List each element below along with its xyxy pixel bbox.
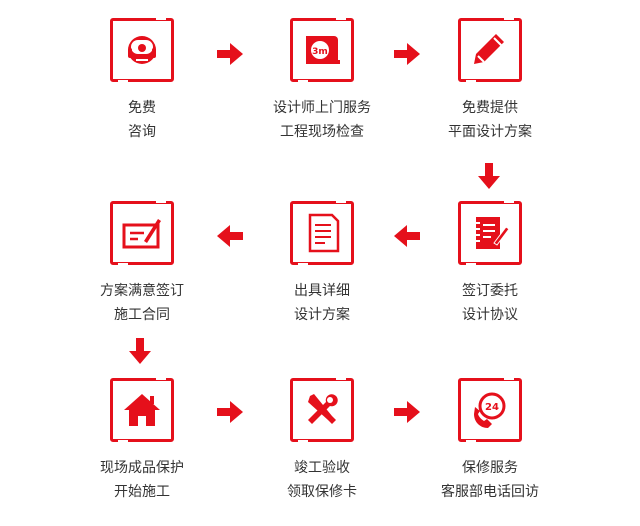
- step-completion-acceptance: 竣工验收 领取保修卡: [252, 374, 392, 504]
- step-label-line1: 免费: [128, 100, 156, 116]
- step-label-line2: 开始施工: [114, 484, 170, 500]
- check-sign-icon: [122, 219, 161, 249]
- phone-24-label: 24: [485, 402, 499, 413]
- tape-measure-icon: 3m: [306, 36, 340, 64]
- step-label-line1: 设计师上门服务: [273, 100, 371, 116]
- step-icon-box: [110, 197, 174, 269]
- step-label: 免费 咨询: [72, 96, 212, 144]
- step-label-line2: 平面设计方案: [448, 124, 532, 140]
- arrow-right: [394, 401, 420, 423]
- step-icon-box: 3m: [290, 14, 354, 86]
- headset-icon: [128, 36, 156, 64]
- arrow-right: [217, 401, 243, 423]
- tape-measure-label: 3m: [312, 47, 328, 57]
- step-icon-box: [110, 14, 174, 86]
- step-icon-box: [290, 374, 354, 446]
- step-label-line1: 保修服务: [462, 460, 518, 476]
- step-label: 出具详细 设计方案: [252, 279, 392, 327]
- step-warranty-service: 24 保修服务 客服部电话回访: [420, 374, 560, 504]
- step-label-line1: 现场成品保护: [100, 460, 184, 476]
- arrow-right: [394, 43, 420, 65]
- step-label-line1: 签订委托: [462, 283, 518, 299]
- step-label-line2: 设计协议: [462, 307, 518, 323]
- step-detailed-plan: 出具详细 设计方案: [252, 197, 392, 327]
- step-icon-box: [290, 197, 354, 269]
- step-onsite-inspection: 3m 设计师上门服务 工程现场检查: [252, 14, 392, 144]
- step-label: 设计师上门服务 工程现场检查: [252, 96, 392, 144]
- step-label-line2: 咨询: [128, 124, 156, 140]
- step-icon-box: [110, 374, 174, 446]
- arrow-down: [129, 338, 151, 364]
- step-label-line2: 施工合同: [114, 307, 170, 323]
- step-label: 现场成品保护 开始施工: [72, 456, 212, 504]
- step-label-line2: 客服部电话回访: [441, 484, 539, 500]
- step-label-line1: 竣工验收: [294, 460, 350, 476]
- house-icon: [124, 394, 160, 426]
- step-sign-contract: 方案满意签订 施工合同: [72, 197, 212, 327]
- step-start-construction: 现场成品保护 开始施工: [72, 374, 212, 504]
- step-label: 保修服务 客服部电话回访: [420, 456, 560, 504]
- step-label: 方案满意签订 施工合同: [72, 279, 212, 327]
- step-label-line2: 设计方案: [294, 307, 350, 323]
- step-label-line2: 工程现场检查: [280, 124, 364, 140]
- arrow-down: [478, 163, 500, 189]
- step-label: 免费提供 平面设计方案: [420, 96, 560, 144]
- notebook-pen-icon: [474, 217, 510, 249]
- step-sign-agreement: 签订委托 设计协议: [420, 197, 560, 327]
- step-label-line1: 方案满意签订: [100, 283, 184, 299]
- step-icon-box: [458, 197, 522, 269]
- step-label-line1: 免费提供: [462, 100, 518, 116]
- step-free-plan: 免费提供 平面设计方案: [420, 14, 560, 144]
- step-free-consult: 免费 咨询: [72, 14, 212, 144]
- pencil-icon: [474, 34, 504, 64]
- step-label-line2: 领取保修卡: [287, 484, 357, 500]
- step-label-line1: 出具详细: [294, 283, 350, 299]
- tools-icon: [308, 394, 338, 424]
- step-icon-box: [458, 14, 522, 86]
- phone-24-icon: 24: [474, 392, 506, 428]
- document-icon: [308, 213, 340, 253]
- step-label: 竣工验收 领取保修卡: [252, 456, 392, 504]
- step-icon-box: 24: [458, 374, 522, 446]
- arrow-left: [217, 225, 243, 247]
- arrow-left: [394, 225, 420, 247]
- step-label: 签订委托 设计协议: [420, 279, 560, 327]
- arrow-right: [217, 43, 243, 65]
